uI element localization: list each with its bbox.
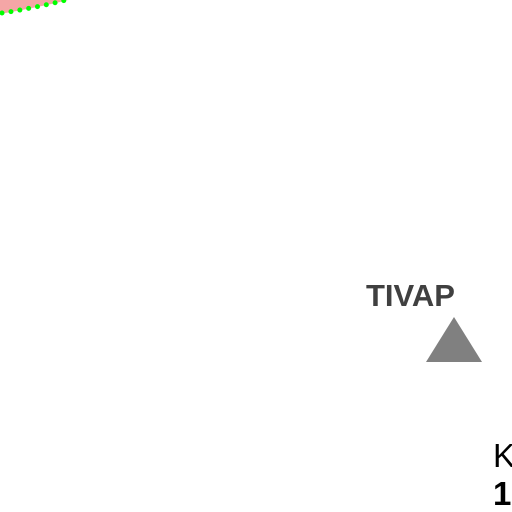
edge-place-label-line1[interactable]: K bbox=[493, 437, 512, 474]
edge-place-label-line2[interactable]: 1 bbox=[493, 475, 512, 512]
peak-name-label[interactable]: TIVAP bbox=[366, 278, 455, 313]
area-fill bbox=[0, 0, 68, 14]
triangle-peak-icon[interactable] bbox=[425, 316, 483, 364]
